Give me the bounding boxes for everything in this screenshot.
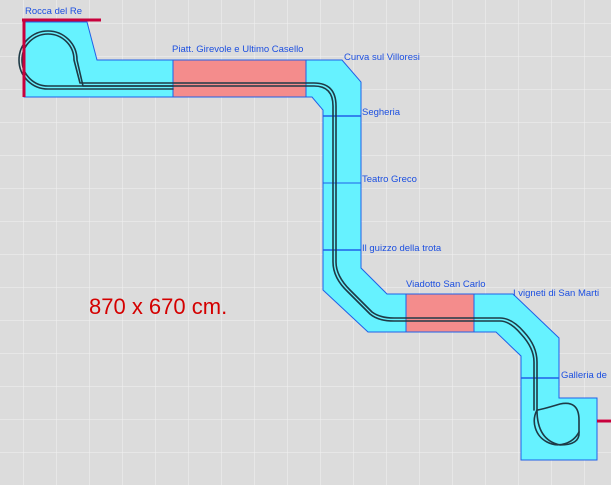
label-rocca-del-re: Rocca del Re: [25, 6, 83, 17]
track: [18, 30, 580, 446]
segheria-module[interactable]: [322, 115, 362, 184]
label-galleria: Galleria de: [561, 370, 607, 381]
track-outer-rail: [21, 33, 580, 446]
label-guizzo-trota: Il guizzo della trota: [362, 243, 442, 254]
label-curva-villoresi: Curva sul Villoresi: [344, 52, 420, 63]
label-vigneti: I vigneti di San Marti: [513, 288, 600, 299]
label-segheria: Segheria: [362, 107, 401, 118]
track-inner-rail: [18, 30, 535, 411]
label-teatro-greco: Teatro Greco: [362, 174, 417, 185]
viadotto-module[interactable]: [405, 293, 475, 333]
track-loop-galleria: [536, 402, 580, 446]
layout-dimensions: 870 x 670 cm.: [89, 294, 228, 319]
edge-markers: [22, 18, 611, 423]
label-piatt-girevole: Piatt. Girevole e Ultimo Casello: [172, 44, 304, 55]
teatro-greco-module[interactable]: [322, 182, 362, 251]
piatt-girevole-module[interactable]: [172, 59, 307, 98]
label-viadotto: Viadotto San Carlo: [406, 279, 486, 290]
